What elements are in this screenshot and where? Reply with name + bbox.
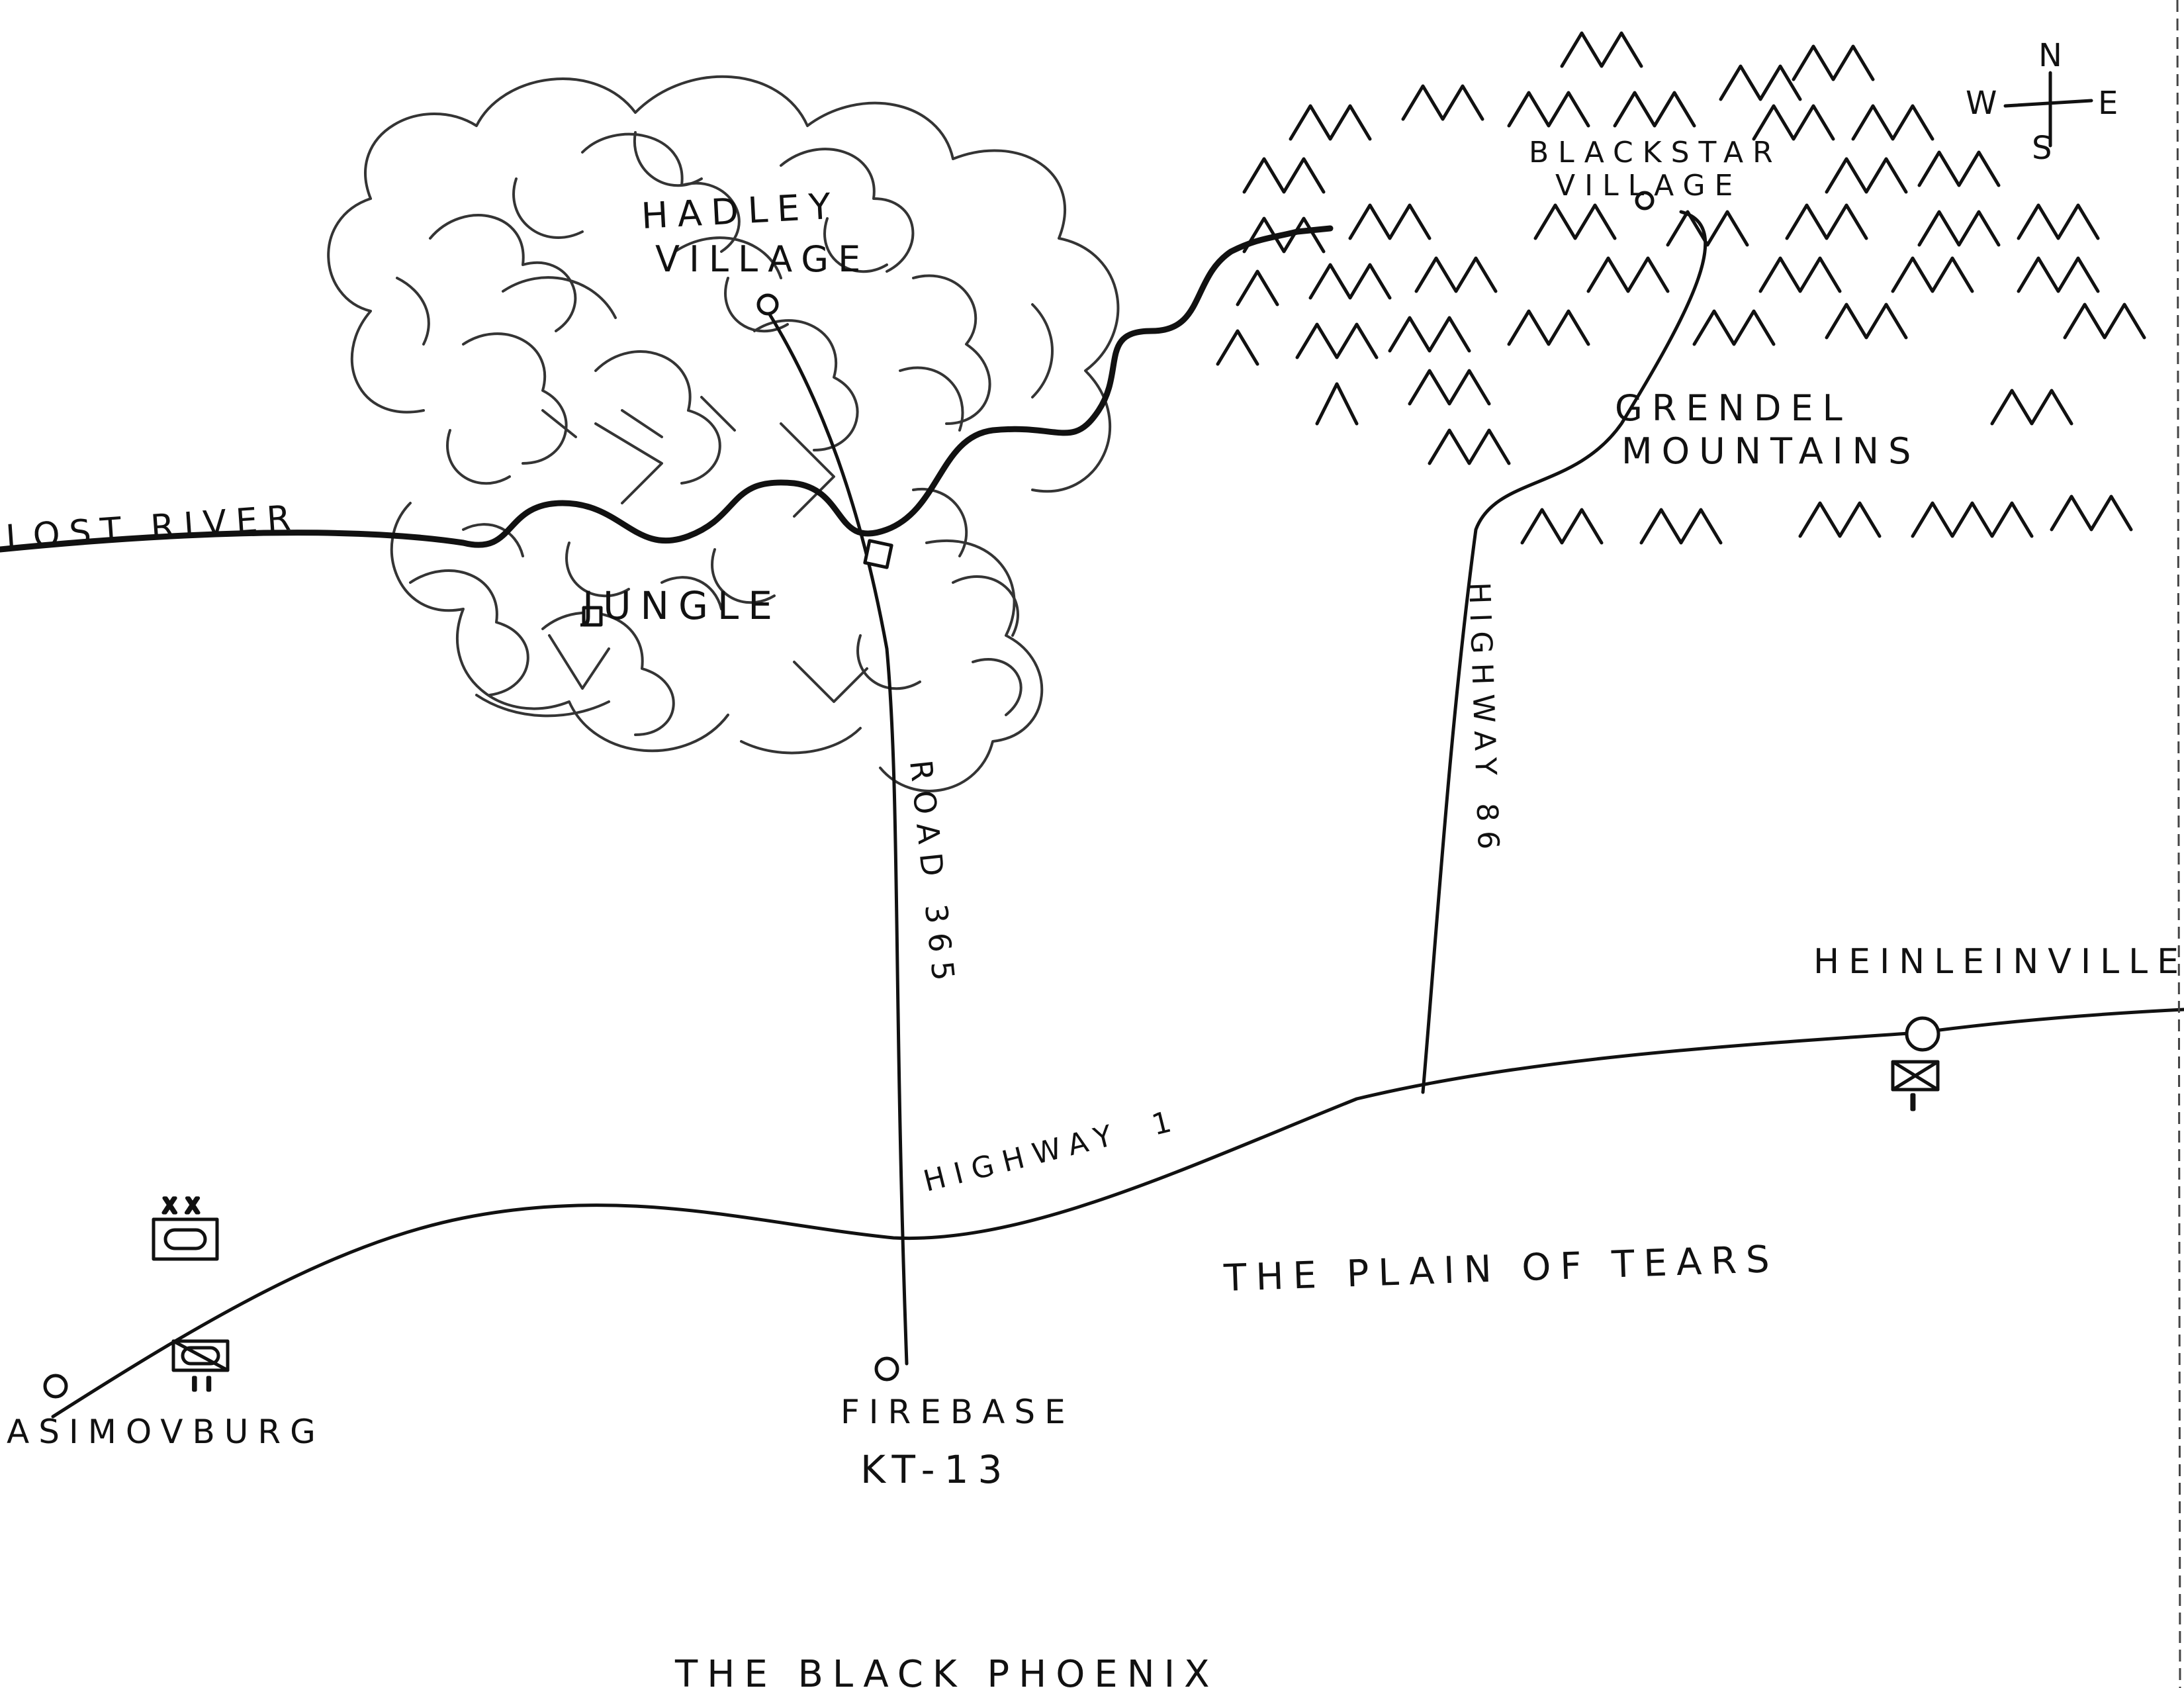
battalion-armor-unit: II — [171, 1339, 230, 1397]
highway-1-number: 1 — [1148, 1103, 1183, 1143]
hadley-village-marker — [756, 293, 779, 316]
jungle-label: JUNGLE — [580, 583, 782, 628]
road-365 — [766, 309, 909, 1366]
grendel-mountains-label-2: MOUNTAINS — [1621, 430, 1920, 472]
plain-of-tears-label: THE PLAIN OF TEARS — [1222, 1238, 1779, 1300]
lost-river — [0, 225, 1334, 553]
compass-rose: N S W E — [1966, 37, 2127, 167]
asimovburg-marker — [43, 1374, 68, 1399]
heinleinville-label: HEINLEINVILLE — [1813, 942, 2184, 982]
compass-w: W — [1966, 85, 2006, 122]
asimovburg-label: ASIMOVBURG — [7, 1413, 325, 1451]
highway-86 — [1421, 210, 1707, 1094]
division-armor-unit: XX — [152, 1194, 219, 1261]
location-markers — [43, 191, 1940, 1399]
road-365-label: ROAD 365 — [903, 759, 962, 992]
compass-s: S — [2032, 130, 2061, 167]
grendel-mountains-label-1: GRENDEL — [1615, 387, 1852, 429]
map-title: THE BLACK PHOENIX — [674, 1653, 1218, 1688]
jungle-outpost-marker — [582, 606, 603, 627]
highway-86-label: HIGHWAY 86 — [1462, 582, 1506, 859]
compass-n: N — [2038, 37, 2071, 74]
bridge-marker — [863, 539, 893, 569]
battalion-size-mark: II — [192, 1375, 220, 1395]
road-network — [51, 210, 2184, 1419]
firebase-label-1: FIREBASE — [841, 1393, 1075, 1431]
hadley-village-label-1: HADLEY — [640, 185, 841, 237]
division-size-mark: XX — [163, 1195, 208, 1218]
firebase-marker — [874, 1356, 899, 1382]
jungle-area — [327, 75, 1120, 792]
infantry-company-unit: I — [1891, 1060, 1940, 1117]
company-size-mark: I — [1910, 1092, 1925, 1115]
lost-river-label: LOST RIVER — [5, 498, 301, 558]
mountain-range — [1216, 31, 2146, 545]
compass-e: E — [2098, 85, 2127, 122]
blackstar-village-marker — [1635, 191, 1655, 211]
heinleinville-marker — [1905, 1016, 1940, 1052]
firebase-label-2: KT-13 — [860, 1447, 1011, 1492]
highway-1-label: HIGHWAY — [920, 1117, 1124, 1198]
highway-1 — [51, 1008, 2184, 1419]
unit-symbols: XX II I — [152, 1060, 1940, 1397]
blackstar-village-label-1: BLACKSTAR — [1529, 136, 1782, 169]
scan-edge-line — [2176, 0, 2181, 1688]
blackstar-village-label-2: VILLAGE — [1555, 169, 1742, 203]
hadley-village-label-2: VILLAGE — [655, 238, 870, 280]
